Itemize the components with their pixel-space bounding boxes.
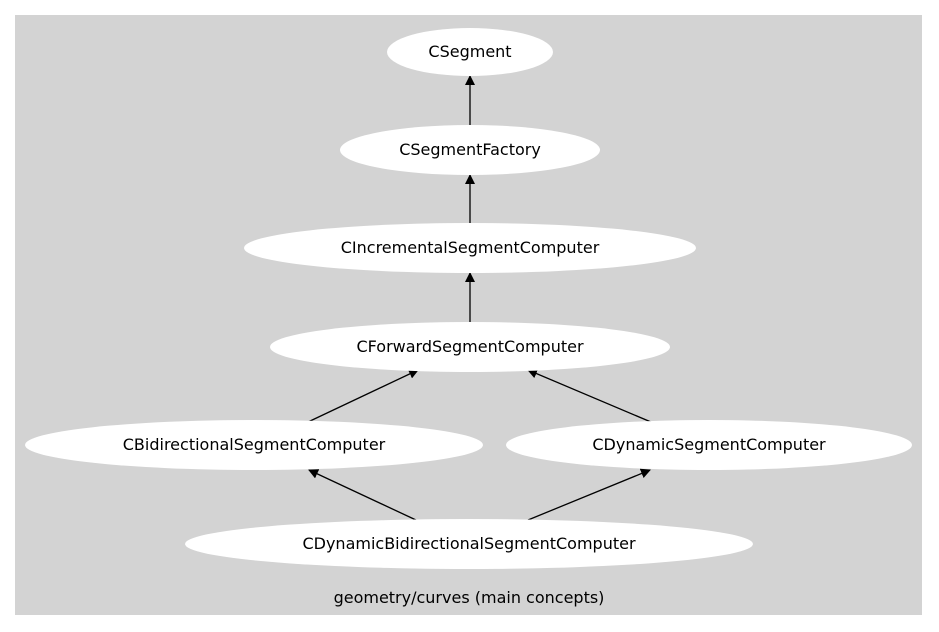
node-shape [387,28,553,76]
node-shape [185,519,753,569]
edges [307,75,652,521]
node-label: CSegmentFactory [399,140,541,159]
cluster-background [15,15,922,615]
edge-dynamic-bidirectional-to-bidirectional [308,469,417,521]
node-shape [340,125,600,175]
edge-bidirectional-to-forward [307,369,419,423]
edge-dynamic-bidirectional-to-dynamic [527,468,651,521]
node-cforwardsegmentcomputer[interactable]: CForwardSegmentComputer [270,322,670,372]
node-shape [25,420,483,470]
node-label: CIncrementalSegmentComputer [341,238,600,257]
node-csegmentfactory[interactable]: CSegmentFactory [340,125,600,175]
node-label: CSegment [428,42,511,61]
node-label: CDynamicSegmentComputer [592,435,826,454]
node-shape [244,223,696,273]
node-csegment[interactable]: CSegment [387,28,553,76]
node-cbidirectionalsegmentcomputer[interactable]: CBidirectionalSegmentComputer [25,420,483,470]
edge-dynamic-to-forward [527,368,652,423]
node-label: CDynamicBidirectionalSegmentComputer [302,534,635,553]
node-cdynamicbidirectionalsegmentcomputer[interactable]: CDynamicBidirectionalSegmentComputer [185,519,753,569]
node-label: CBidirectionalSegmentComputer [123,435,386,454]
node-shape [506,420,912,470]
cluster-label: geometry/curves (main concepts) [334,588,605,607]
node-label: CForwardSegmentComputer [356,337,583,356]
node-cdynamicsegmentcomputer[interactable]: CDynamicSegmentComputer [506,420,912,470]
node-cincrementalsegmentcomputer[interactable]: CIncrementalSegmentComputer [244,223,696,273]
node-shape [270,322,670,372]
